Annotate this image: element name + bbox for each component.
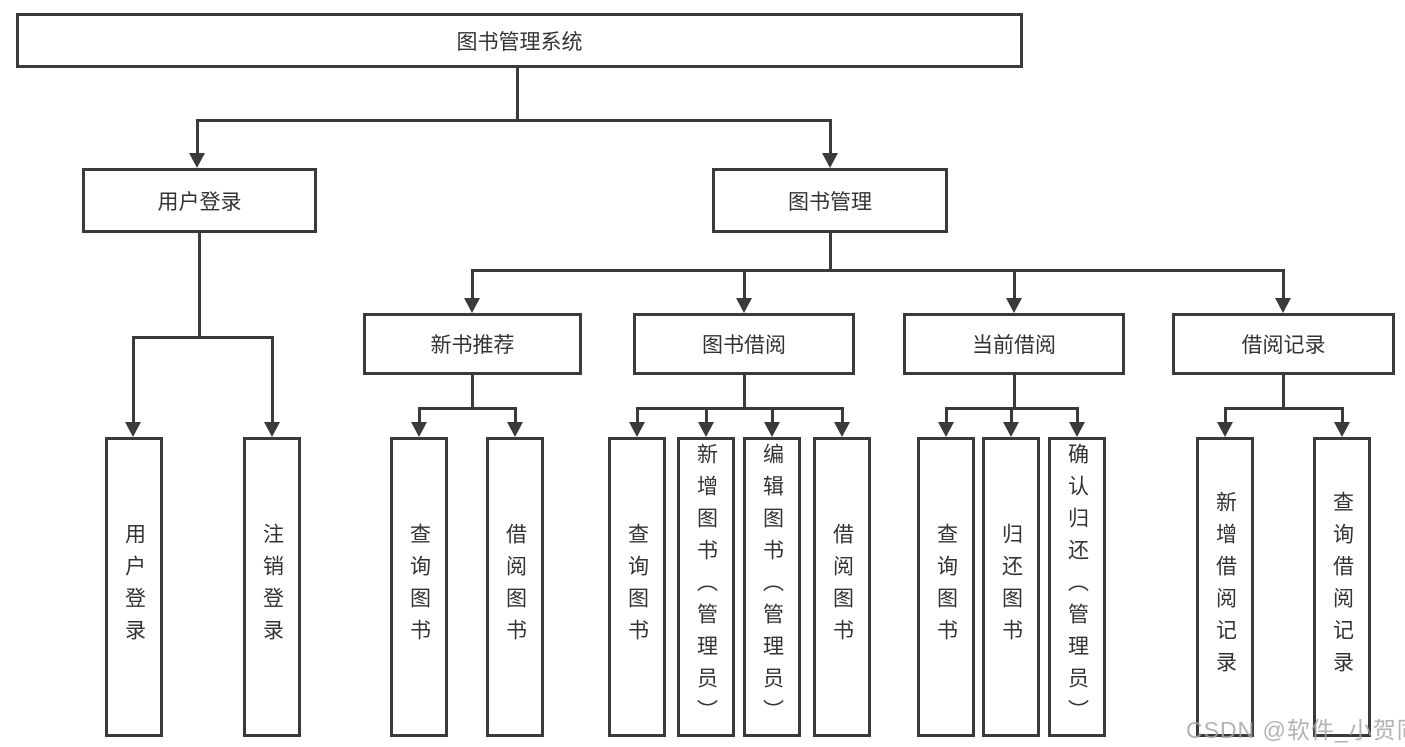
leaf-br-query-record: 查询借阅记录: [1313, 437, 1371, 737]
arrow-down-icon: [1334, 422, 1350, 437]
connector-line: [705, 407, 708, 423]
arrow-down-icon: [698, 422, 714, 437]
connector-line: [132, 336, 135, 423]
arrow-down-icon: [189, 153, 205, 168]
node-label: 归还图书: [999, 523, 1023, 651]
arrow-down-icon: [764, 422, 780, 437]
connector-line: [1013, 269, 1016, 298]
connector-line: [1341, 407, 1344, 423]
arrow-down-icon: [938, 422, 954, 437]
node-label: 查询图书: [407, 523, 431, 651]
node-label: 查询借阅记录: [1330, 491, 1354, 683]
connector-line: [829, 119, 832, 154]
leaf-br-add-record: 新增借阅记录: [1196, 437, 1254, 737]
node-book-borrow: 图书借阅: [633, 313, 855, 375]
connector-line: [516, 68, 519, 120]
arrow-down-icon: [629, 422, 645, 437]
node-label: 借阅记录: [1241, 334, 1326, 357]
leaf-bb-add-books-admin: 新增图书（管理员）: [677, 437, 735, 737]
leaf-nb-borrow-books: 借阅图书: [486, 437, 544, 737]
connector-line: [945, 407, 948, 423]
leaf-user-login: 用户登录: [105, 437, 163, 737]
arrow-down-icon: [1069, 422, 1085, 437]
leaf-bb-borrow-books: 借阅图书: [813, 437, 871, 737]
node-current-borrow: 当前借阅: [903, 313, 1125, 375]
connector-line: [418, 407, 421, 423]
csdn-watermark: CSDN @软件_小贺同学: [1186, 717, 1405, 743]
connector-line: [196, 119, 199, 154]
arrow-down-icon: [1006, 298, 1022, 313]
connector-line: [636, 407, 844, 410]
connector-line: [471, 375, 474, 410]
connector-line: [514, 407, 517, 423]
leaf-nb-query-books: 查询图书: [390, 437, 448, 737]
node-label: 用户登录: [157, 190, 242, 214]
arrow-down-icon: [1275, 298, 1291, 313]
connector-line: [771, 407, 774, 423]
arrow-down-icon: [822, 153, 838, 168]
node-label: 新增图书（管理员）: [694, 443, 718, 731]
node-user-login: 用户登录: [82, 168, 317, 233]
arrow-down-icon: [834, 422, 850, 437]
node-label: 图书借阅: [702, 334, 786, 357]
arrow-down-icon: [1003, 422, 1019, 437]
connector-line: [1010, 407, 1013, 423]
node-label: 确认归还（管理员）: [1065, 443, 1089, 731]
node-label: 图书管理: [788, 190, 872, 214]
connector-line: [418, 407, 517, 410]
node-book-management: 图书管理: [712, 168, 948, 233]
arrow-down-icon: [125, 422, 141, 437]
connector-line: [197, 119, 832, 122]
connector-line: [471, 269, 1285, 272]
connector-line: [471, 269, 474, 298]
leaf-cb-confirm-return-admin: 确认归还（管理员）: [1048, 437, 1106, 737]
leaf-bb-query-books: 查询图书: [608, 437, 666, 737]
leaf-bb-edit-books-admin: 编辑图书（管理员）: [743, 437, 801, 737]
node-label: 借阅图书: [830, 523, 854, 651]
node-label: 注销登录: [260, 523, 284, 651]
connector-line: [1282, 375, 1285, 410]
node-label: 用户登录: [122, 523, 146, 651]
connector-line: [829, 233, 832, 272]
node-borrow-records: 借阅记录: [1172, 313, 1395, 375]
node-new-book-recommend: 新书推荐: [363, 313, 582, 375]
connector-line: [1076, 407, 1079, 423]
connector-line: [636, 407, 639, 423]
arrow-down-icon: [736, 298, 752, 313]
node-label: 当前借阅: [972, 334, 1056, 357]
arrow-down-icon: [507, 422, 523, 437]
node-label: 借阅图书: [503, 523, 527, 651]
arrow-down-icon: [411, 422, 427, 437]
node-label: 查询图书: [625, 523, 649, 651]
connector-line: [743, 269, 746, 298]
connector-line: [1224, 407, 1344, 410]
node-root-library-system: 图书管理系统: [16, 13, 1023, 68]
node-label: 新增借阅记录: [1213, 491, 1237, 683]
connector-line: [271, 336, 274, 423]
connector-line: [1224, 407, 1227, 423]
node-label: 图书管理系统: [456, 30, 583, 54]
node-label: 查询图书: [934, 523, 958, 651]
connector-line: [132, 336, 274, 339]
node-label: 编辑图书（管理员）: [760, 443, 784, 731]
connector-line: [743, 375, 746, 410]
leaf-cb-return-books: 归还图书: [982, 437, 1040, 737]
connector-line: [1282, 269, 1285, 298]
leaf-cb-query-books: 查询图书: [917, 437, 975, 737]
leaf-logout: 注销登录: [243, 437, 301, 737]
arrow-down-icon: [464, 298, 480, 313]
connector-line: [1013, 375, 1016, 410]
connector-line: [841, 407, 844, 423]
connector-line: [198, 233, 201, 339]
arrow-down-icon: [264, 422, 280, 437]
arrow-down-icon: [1217, 422, 1233, 437]
node-label: 新书推荐: [430, 334, 515, 357]
